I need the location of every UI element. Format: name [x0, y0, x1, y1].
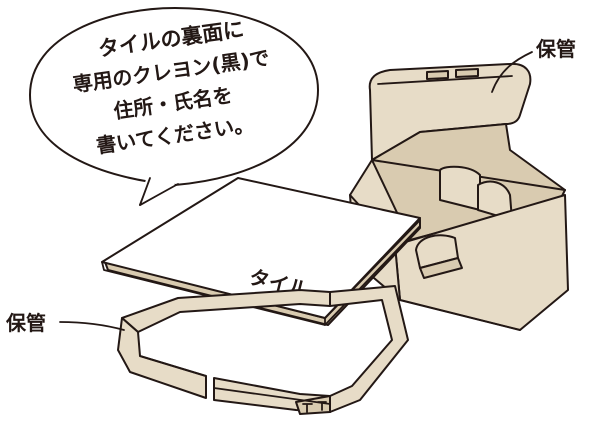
- storage-left-label: 保管: [5, 311, 125, 335]
- storage-top-text: 保管: [535, 37, 576, 61]
- box-lid: [368, 62, 532, 161]
- storage-frame: [117, 285, 409, 415]
- speech-bubble: タイルの裏面に 専用のクレヨン(黒)で 住所・氏名を 書いてください。: [29, 7, 319, 206]
- storage-top-label: 保管: [491, 37, 576, 93]
- storage-left-text: 保管: [5, 311, 46, 335]
